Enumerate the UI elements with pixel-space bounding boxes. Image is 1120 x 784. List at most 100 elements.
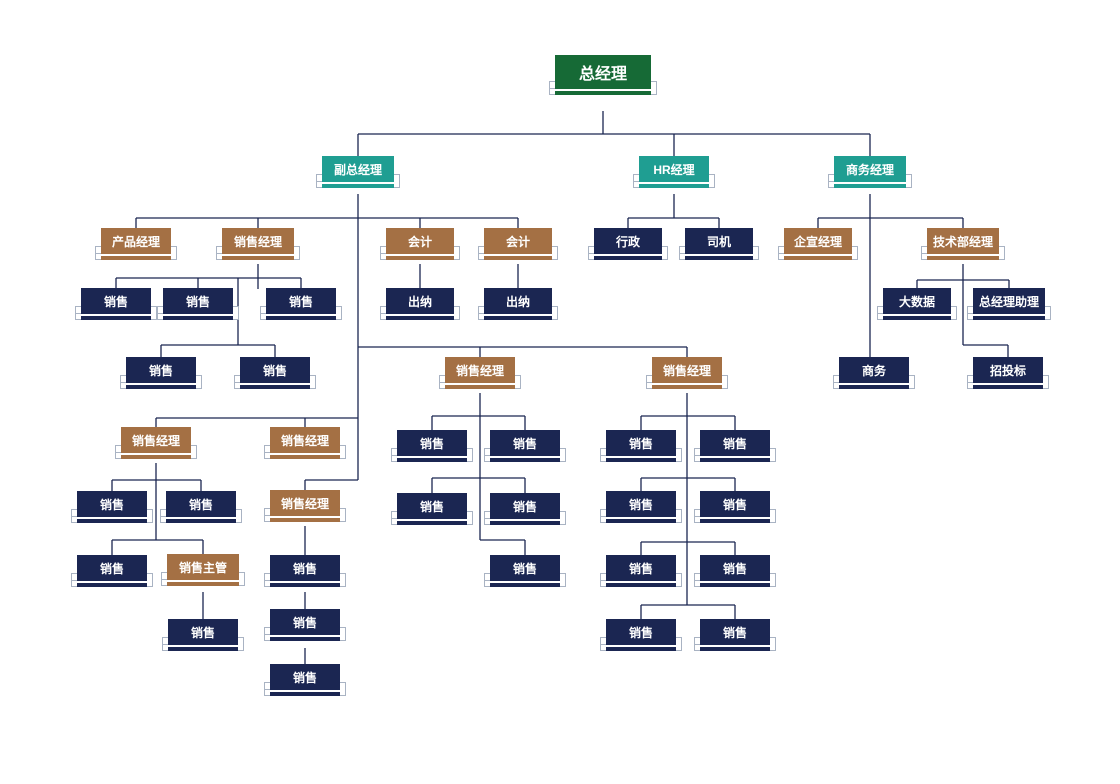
node-label: 产品经理	[101, 228, 171, 254]
node-base	[77, 519, 147, 523]
node-base	[397, 458, 467, 462]
node-base	[490, 458, 560, 462]
org-node-s7: 销售	[484, 430, 566, 470]
node-label: 副总经理	[322, 156, 394, 182]
node-label: 销售	[606, 555, 676, 581]
node-base	[121, 455, 191, 459]
node-label: 销售	[700, 491, 770, 517]
node-label: 销售经理	[270, 490, 340, 516]
node-base	[77, 583, 147, 587]
org-node-salesmgr2: 销售经理	[439, 357, 521, 397]
node-label: 销售	[168, 619, 238, 645]
node-base	[270, 455, 340, 459]
org-node-bizperson: 商务	[833, 357, 915, 397]
node-label: 会计	[386, 228, 454, 254]
node-base	[973, 385, 1043, 389]
node-base	[101, 256, 171, 260]
node-label: HR经理	[639, 156, 709, 182]
node-base	[81, 316, 151, 320]
node-label: 商务	[839, 357, 909, 383]
org-node-driver: 司机	[679, 228, 759, 268]
node-base	[126, 385, 196, 389]
org-node-biz: 商务经理	[828, 156, 912, 196]
node-base	[240, 385, 310, 389]
node-base	[167, 582, 239, 586]
node-label: 销售	[81, 288, 151, 314]
org-node-salesmgr4: 销售经理	[115, 427, 197, 467]
node-label: 销售	[270, 555, 340, 581]
node-label: 销售	[270, 609, 340, 635]
node-base	[652, 385, 722, 389]
node-base	[397, 521, 467, 525]
node-base	[594, 256, 662, 260]
node-label: 大数据	[883, 288, 951, 314]
node-label: 销售	[606, 430, 676, 456]
node-label: 销售	[490, 555, 560, 581]
org-node-s2: 销售	[157, 288, 239, 328]
org-node-acct2: 会计	[478, 228, 558, 268]
org-node-s23: 销售	[600, 619, 682, 659]
node-base	[270, 518, 340, 522]
org-node-salessup: 销售主管	[161, 554, 245, 594]
node-label: 行政	[594, 228, 662, 254]
node-base	[700, 519, 770, 523]
node-label: 销售	[700, 430, 770, 456]
org-node-s8: 销售	[600, 430, 682, 470]
org-node-s17: 销售	[264, 555, 346, 595]
node-label: 销售	[397, 493, 467, 519]
node-label: 销售	[163, 288, 233, 314]
org-node-s21: 销售	[264, 609, 346, 649]
org-node-s13: 销售	[484, 493, 566, 533]
node-base	[490, 521, 560, 525]
org-node-hr: HR经理	[633, 156, 715, 196]
node-base	[883, 316, 951, 320]
org-node-s3: 销售	[260, 288, 342, 328]
org-node-admin: 行政	[588, 228, 668, 268]
node-base	[163, 316, 233, 320]
org-node-s4: 销售	[120, 357, 202, 397]
node-base	[700, 583, 770, 587]
node-base	[166, 519, 236, 523]
org-node-s20: 销售	[694, 555, 776, 595]
node-base	[386, 316, 454, 320]
org-node-vp: 副总经理	[316, 156, 400, 196]
node-base	[270, 692, 340, 696]
node-label: 商务经理	[834, 156, 906, 182]
org-node-salesmgr5: 销售经理	[264, 427, 346, 467]
node-base	[386, 256, 454, 260]
node-base	[270, 583, 340, 587]
node-label: 总经理	[555, 55, 651, 89]
node-base	[168, 647, 238, 651]
node-label: 销售经理	[121, 427, 191, 453]
org-node-s19: 销售	[600, 555, 682, 595]
node-base	[973, 316, 1045, 320]
node-label: 销售	[126, 357, 196, 383]
org-node-acct1: 会计	[380, 228, 460, 268]
node-base	[490, 583, 560, 587]
org-node-salesmgr6: 销售经理	[264, 490, 346, 530]
node-label: 销售	[266, 288, 336, 314]
node-label: 企宣经理	[784, 228, 852, 254]
org-node-s18: 销售	[484, 555, 566, 595]
node-label: 销售经理	[652, 357, 722, 383]
node-label: 销售经理	[222, 228, 294, 254]
node-label: 销售	[166, 491, 236, 517]
node-base	[555, 91, 651, 95]
node-base	[834, 184, 906, 188]
org-node-s12: 销售	[391, 493, 473, 533]
org-node-s25: 销售	[264, 664, 346, 704]
org-node-s24: 销售	[694, 619, 776, 659]
node-base	[606, 647, 676, 651]
org-node-tech: 技术部经理	[921, 228, 1005, 268]
node-label: 销售	[397, 430, 467, 456]
node-base	[484, 256, 552, 260]
node-label: 销售经理	[270, 427, 340, 453]
node-label: 销售	[270, 664, 340, 690]
org-node-s16: 销售	[71, 555, 153, 595]
node-base	[222, 256, 294, 260]
node-label: 出纳	[484, 288, 552, 314]
node-base	[606, 458, 676, 462]
node-label: 总经理助理	[973, 288, 1045, 314]
